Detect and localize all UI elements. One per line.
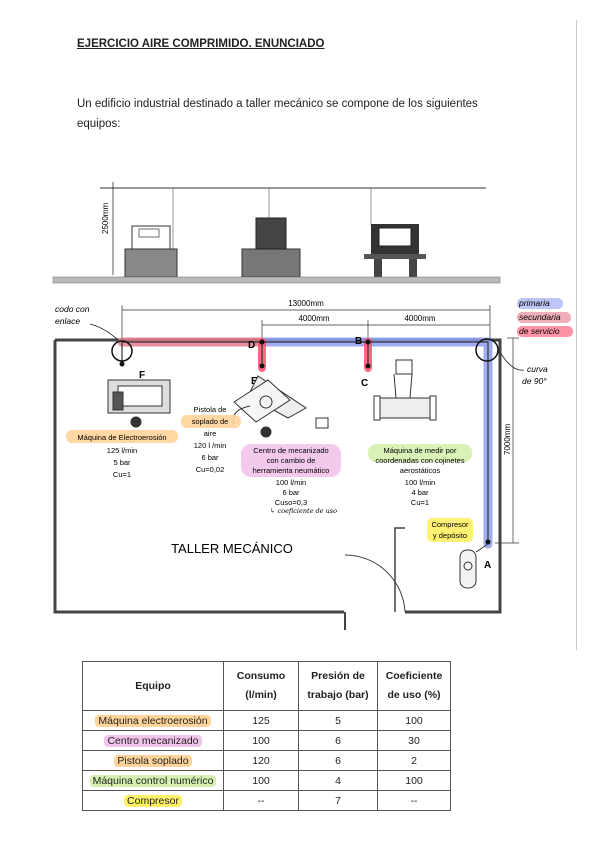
dim-total: 13000mm <box>288 299 324 308</box>
measure-l1: Máquina de medir por <box>384 446 457 455</box>
handwritten-annotations: codo con enlace primaria secundaria de s… <box>55 298 561 386</box>
point-b: B <box>355 336 362 347</box>
row-consumo: -- <box>223 790 299 811</box>
row-consumo: 100 <box>223 730 299 751</box>
row-presion: 6 <box>298 750 378 771</box>
point-d: D <box>248 340 255 351</box>
dim-vertical: 7000mm <box>503 424 512 455</box>
plan-dimensions <box>121 305 519 544</box>
pistol-l3: aire <box>204 429 217 438</box>
row-equipo: Compresor <box>124 794 182 807</box>
row-presion: 4 <box>298 770 378 791</box>
row-presion: 6 <box>298 730 378 751</box>
pistol-flow: 120 l /min <box>194 441 227 450</box>
center-l1: Centro de mecanizado <box>253 446 328 455</box>
row-equipo: Centro mecanizado <box>104 734 202 747</box>
row-consumo: 125 <box>223 710 299 731</box>
floor-slab <box>52 276 501 284</box>
equip-f-name: Máquina de Electroerosión <box>77 433 166 442</box>
legend-secundaria: secundaria <box>519 312 561 322</box>
measure-l3: aerostáticos <box>400 466 441 475</box>
compressor-symbol <box>459 543 489 589</box>
elevation-view: 2500mm <box>52 182 501 284</box>
machine-center-symbol <box>232 375 329 438</box>
compressor-l1: Compresor <box>431 520 469 529</box>
measure-cu: Cu=1 <box>411 498 429 507</box>
center-l3: herramienta neumático <box>253 466 330 475</box>
elevation-height-label: 2500mm <box>101 203 110 234</box>
table-header: Consumo(l/min) <box>223 661 299 711</box>
dim-seg2: 4000mm <box>404 314 435 323</box>
pistol-pressure: 6 bar <box>201 453 219 462</box>
point-c: C <box>361 378 368 389</box>
machine-f-symbol <box>107 379 171 428</box>
page-edge-line <box>576 20 577 650</box>
table-row: Máquina electroerosión 125 5 100 <box>82 710 451 731</box>
point-a: A <box>484 560 491 571</box>
pistol-cu: Cu=0,02 <box>196 465 225 474</box>
codo-l1: codo con <box>55 304 90 314</box>
compressor-l2: y depósito <box>433 531 467 540</box>
codo-l2: enlace <box>55 316 80 326</box>
technical-drawing: 2500mm 13000mm 4000mm 4000mm 7000mm <box>52 182 573 630</box>
row-coef: 100 <box>377 770 451 791</box>
legend-servicio: de servicio <box>519 326 560 336</box>
row-coef: 30 <box>377 730 451 751</box>
table-row: Compresor -- 7 -- <box>82 790 451 811</box>
pipe-nodes <box>119 339 491 545</box>
center-cu: Cuso=0,3 <box>275 498 307 507</box>
table-header: Equipo <box>82 661 224 711</box>
machine-elevation-1 <box>124 248 178 278</box>
equipment-labels: Máquina de Electroerosión 125 l/min 5 ba… <box>77 405 469 540</box>
row-equipo: Máquina control numérico <box>89 774 217 787</box>
pistol-l2: soplado de <box>192 417 229 426</box>
row-equipo: Pistola soplado <box>114 754 192 767</box>
table-row: Máquina control numérico 100 4 100 <box>82 770 451 791</box>
point-f: F <box>139 370 145 381</box>
legend-primaria: primaria <box>518 298 550 308</box>
pipe-network <box>111 337 499 549</box>
row-coef: 2 <box>377 750 451 771</box>
point-e: E <box>251 376 258 387</box>
row-consumo: 120 <box>223 750 299 771</box>
curva-l1: curva <box>527 364 548 374</box>
measure-pressure: 4 bar <box>411 488 429 497</box>
center-note: ↳ coeficiente de uso <box>270 507 337 515</box>
table-row: Centro mecanizado 100 6 30 <box>82 730 451 751</box>
row-coef: -- <box>377 790 451 811</box>
page-title: EJERCICIO AIRE COMPRIMIDO. ENUNCIADO <box>77 38 325 50</box>
curva-l2: de 90° <box>522 376 547 386</box>
measure-flow: 100 l/min <box>405 478 435 487</box>
center-l2: con cambio de <box>267 456 316 465</box>
table-row: Pistola soplado 120 6 2 <box>82 750 451 771</box>
equip-f-cu: Cu=1 <box>113 470 131 479</box>
row-consumo: 100 <box>223 770 299 791</box>
machine-measure-symbol <box>373 359 437 421</box>
row-presion: 7 <box>298 790 378 811</box>
row-presion: 5 <box>298 710 378 731</box>
machine-elevation-2 <box>241 248 301 278</box>
row-coef: 100 <box>377 710 451 731</box>
measure-l2: coordenadas con cojinetes <box>375 456 464 465</box>
intro-paragraph: Un edificio industrial destinado a talle… <box>77 98 478 130</box>
equip-f-flow: 125 l/min <box>107 446 137 455</box>
equip-f-pressure: 5 bar <box>113 458 131 467</box>
dim-seg1: 4000mm <box>298 314 329 323</box>
room-label: TALLER MECÁNICO <box>171 541 293 556</box>
center-flow: 100 l/min <box>276 478 306 487</box>
pistol-l1: Pistola de <box>194 405 227 414</box>
row-equipo: Máquina electroerosión <box>95 714 211 727</box>
center-pressure: 6 bar <box>282 488 300 497</box>
